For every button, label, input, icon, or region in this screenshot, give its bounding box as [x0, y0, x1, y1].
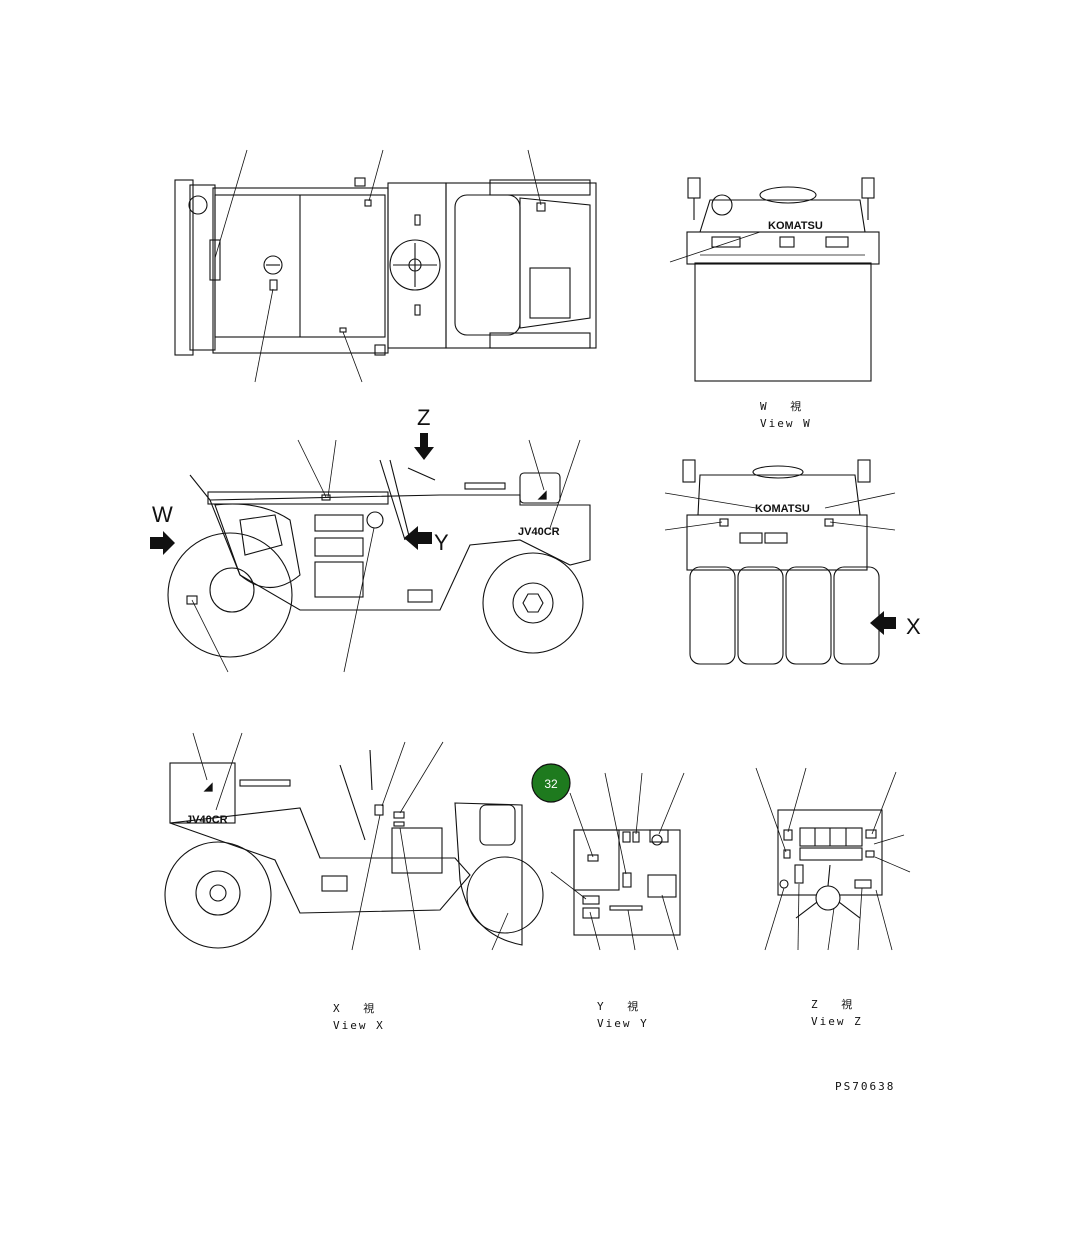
top-view	[174, 149, 597, 383]
arrow-x	[870, 611, 896, 635]
view-x-detail: JV40CR ◢ X 視 View X	[164, 732, 544, 1032]
arrow-y-label: Y	[434, 530, 449, 555]
side-view-model-decal: JV40CR	[518, 526, 560, 538]
view-w-brand-decal: KOMATSU	[768, 220, 823, 232]
arrow-x-label: X	[906, 614, 921, 639]
side-view: JV40CR ◢ W Y Z	[150, 405, 591, 673]
arrow-z	[414, 433, 434, 460]
view-x-caption: View X	[333, 1019, 385, 1032]
view-w: KOMATSU W 視 View W	[669, 177, 880, 430]
view-y-caption-kanji: Y 視	[597, 999, 640, 1013]
arrow-z-label: Z	[417, 405, 430, 430]
view-x-caption-kanji: X 視	[333, 1001, 376, 1015]
view-y-caption: View Y	[597, 1017, 649, 1030]
view-x-model-decal: JV40CR	[186, 814, 228, 826]
view-x: KOMATSU X	[664, 459, 921, 665]
arrow-w	[150, 531, 175, 555]
view-z-detail: Z 視 View Z	[755, 767, 911, 1028]
view-w-caption: View W	[760, 417, 812, 430]
reference-badge	[531, 763, 571, 803]
side-view-logo-decal: ◢	[537, 489, 547, 501]
arrow-y	[404, 526, 432, 550]
view-x-logo-decal: ◢	[203, 781, 213, 793]
view-w-caption-kanji: W 視	[760, 399, 803, 413]
reference-badge-number: 32	[544, 777, 558, 791]
view-y-detail: 32 Y 視 View Y	[531, 763, 685, 1030]
drawing-number: PS70638	[835, 1080, 895, 1093]
view-x-brand-decal: KOMATSU	[755, 503, 810, 515]
arrow-w-label: W	[152, 502, 173, 527]
view-z-caption: View Z	[811, 1015, 863, 1028]
view-z-caption-kanji: Z 視	[811, 997, 854, 1011]
